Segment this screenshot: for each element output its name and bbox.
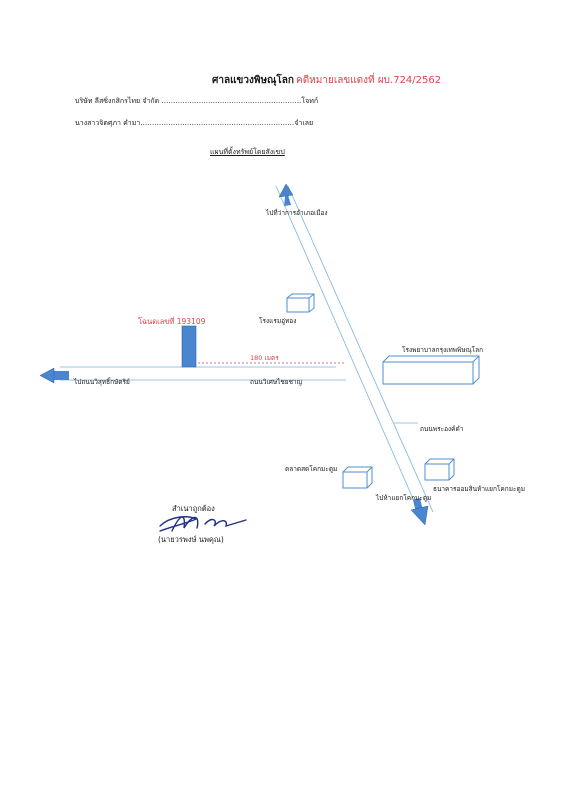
label-to-district-office: ไปที่ว่าการอำเภอเมือง — [266, 209, 328, 217]
label-hotel: โรงแรมอู่ทอง — [259, 317, 297, 325]
case-number: คดีหมายเลขแดงที่ ผบ.724/2562 — [296, 75, 442, 86]
label-to-five-way: ไปห้าแยกโคกมะตูม — [376, 494, 432, 502]
diagonal-road — [275, 185, 434, 513]
certification-title: สำเนาถูกต้อง — [172, 504, 215, 513]
certifier-name: (นายวรพงษ์ นพคุณ) — [158, 535, 224, 544]
hospital-building-icon — [382, 355, 480, 385]
label-road-wisaichai: ถนนวิเศษไชยชาญ — [250, 378, 303, 386]
court-name: ศาลแขวงพิษณุโลก — [212, 75, 294, 86]
parcel-label: โฉนดเลขที่ 193109 — [138, 317, 206, 326]
label-hospital: โรงพยาบาลกรุงเทพพิษณุโลก — [402, 346, 484, 354]
hotel-building-icon — [286, 293, 315, 313]
distance-label: 180 เมตร — [250, 354, 279, 362]
map-title: แผนที่ตั้งทรัพย์โดยสังเขป — [210, 148, 285, 156]
arrow-down-icon — [410, 498, 429, 526]
market-building-icon — [342, 466, 373, 489]
land-parcel — [181, 325, 197, 368]
bank-building-icon — [424, 458, 455, 481]
defendant-line: นางสาวจิตศุภา คำมา…………………………………………………………… — [75, 119, 314, 127]
arrow-left-icon — [39, 367, 69, 384]
diagonal-road-edge-left — [275, 185, 419, 511]
signature-icon — [159, 516, 247, 532]
label-market: ตลาดสดโคกมะตูม — [285, 465, 338, 473]
diagonal-road-edge-right — [287, 185, 434, 513]
label-road-phra-ong-dam: ถนนพระองค์ดำ — [420, 425, 464, 433]
label-to-naresuan: ไปถนนวิสุทธิ์กษัตริย์ — [74, 378, 130, 386]
arrow-up-icon — [278, 183, 294, 206]
label-bank: ธนาคารออมสินห้าแยกโคกมะตูม — [433, 485, 525, 493]
horizontal-road — [60, 366, 346, 381]
plaintiff-line: บริษัท ลีสซิ่งกสิกรไทย จำกัด ……………………………… — [75, 97, 319, 105]
